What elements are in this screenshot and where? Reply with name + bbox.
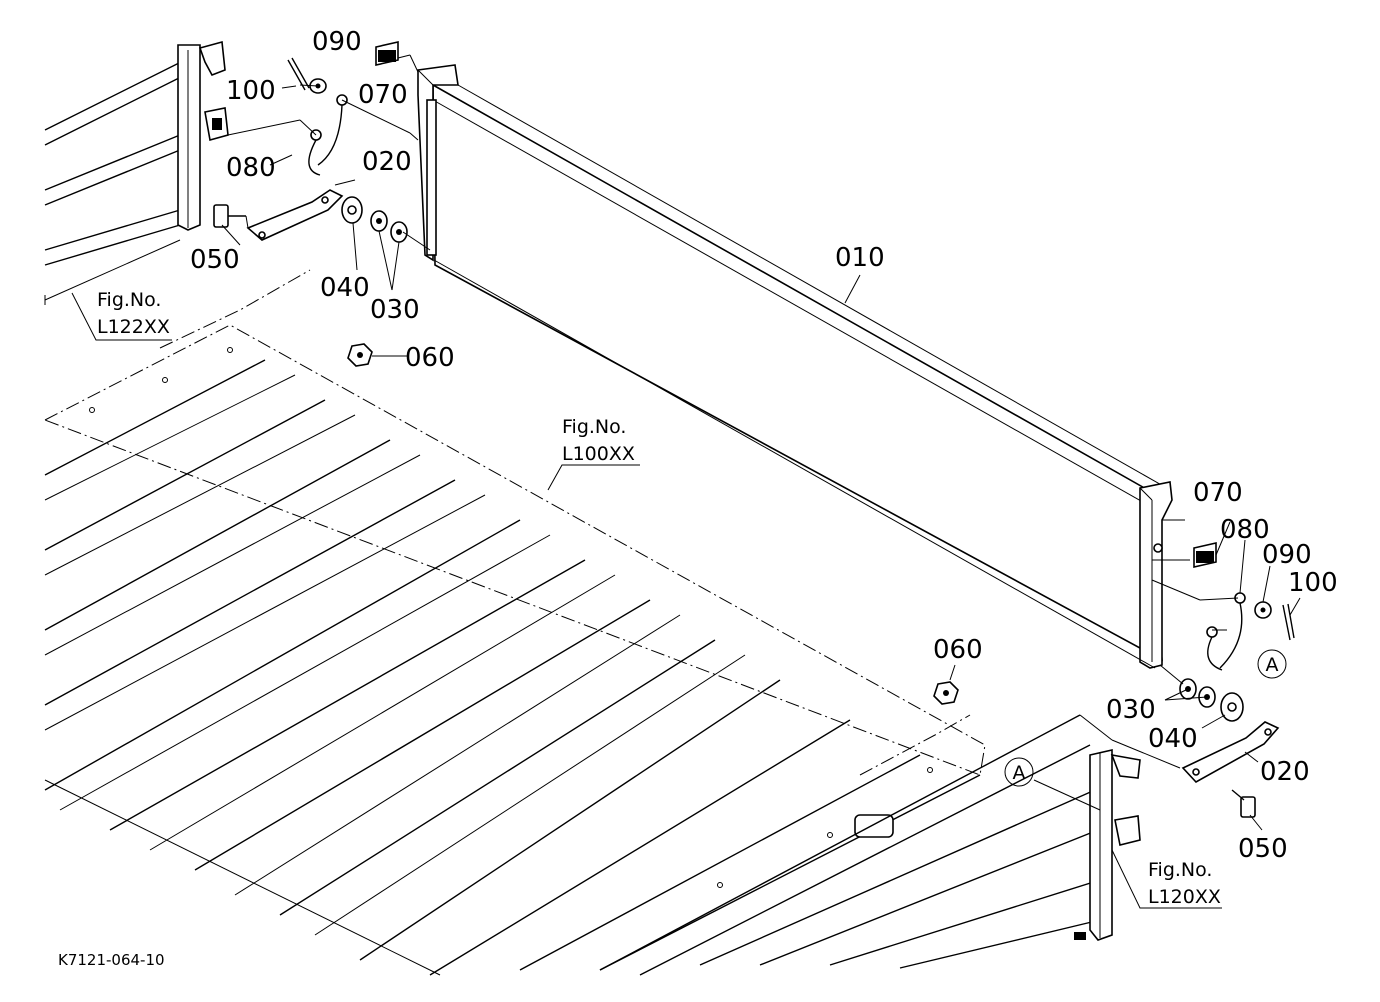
figure-references: Fig.No. L122XX Fig.No. L100XX Fig.No. L1…: [97, 289, 1221, 908]
label-020-right: 020: [1260, 757, 1310, 787]
label-070-right: 070: [1193, 478, 1243, 508]
label-090-left: 090: [312, 27, 362, 57]
leader-lines: [44, 54, 1301, 909]
fig-ref-l100-line1: Fig.No.: [562, 416, 626, 438]
label-050-left: 050: [190, 245, 240, 275]
drawing-code: K7121-064-10: [58, 951, 165, 969]
label-060-right: 060: [933, 635, 983, 665]
label-100-right: 100: [1288, 568, 1338, 598]
fig-ref-l122-line1: Fig.No.: [97, 289, 161, 311]
part-number-labels: 010 020 020 030 030 040 040 050 050 060 …: [190, 27, 1338, 864]
detail-marker-a1: A: [1266, 654, 1279, 676]
label-010: 010: [835, 243, 885, 273]
fig-ref-l120-line1: Fig.No.: [1148, 859, 1212, 881]
right-side-gate: [599, 714, 1141, 976]
label-080-right: 080: [1220, 515, 1270, 545]
fig-ref-l120-line2: L120XX: [1148, 886, 1221, 908]
label-080-left: 080: [226, 153, 276, 183]
label-040-right: 040: [1148, 724, 1198, 754]
label-020-left: 020: [362, 147, 412, 177]
fig-ref-l100-line2: L100XX: [562, 443, 635, 465]
label-040-left: 040: [320, 273, 370, 303]
cargo-bed-floor: [43, 324, 986, 976]
detail-markers: A A: [1004, 649, 1287, 787]
label-030-right: 030: [1106, 695, 1156, 725]
label-050-right: 050: [1238, 834, 1288, 864]
label-100-left: 100: [226, 76, 276, 106]
tailgate-panel: [417, 64, 1201, 669]
label-030-left: 030: [370, 295, 420, 325]
label-060-top: 060: [405, 343, 455, 373]
label-070-left: 070: [358, 80, 408, 110]
left-side-gate: [44, 40, 229, 301]
fig-ref-l122-line2: L122XX: [97, 316, 170, 338]
label-090-right: 090: [1262, 540, 1312, 570]
detail-marker-a2: A: [1013, 762, 1026, 784]
